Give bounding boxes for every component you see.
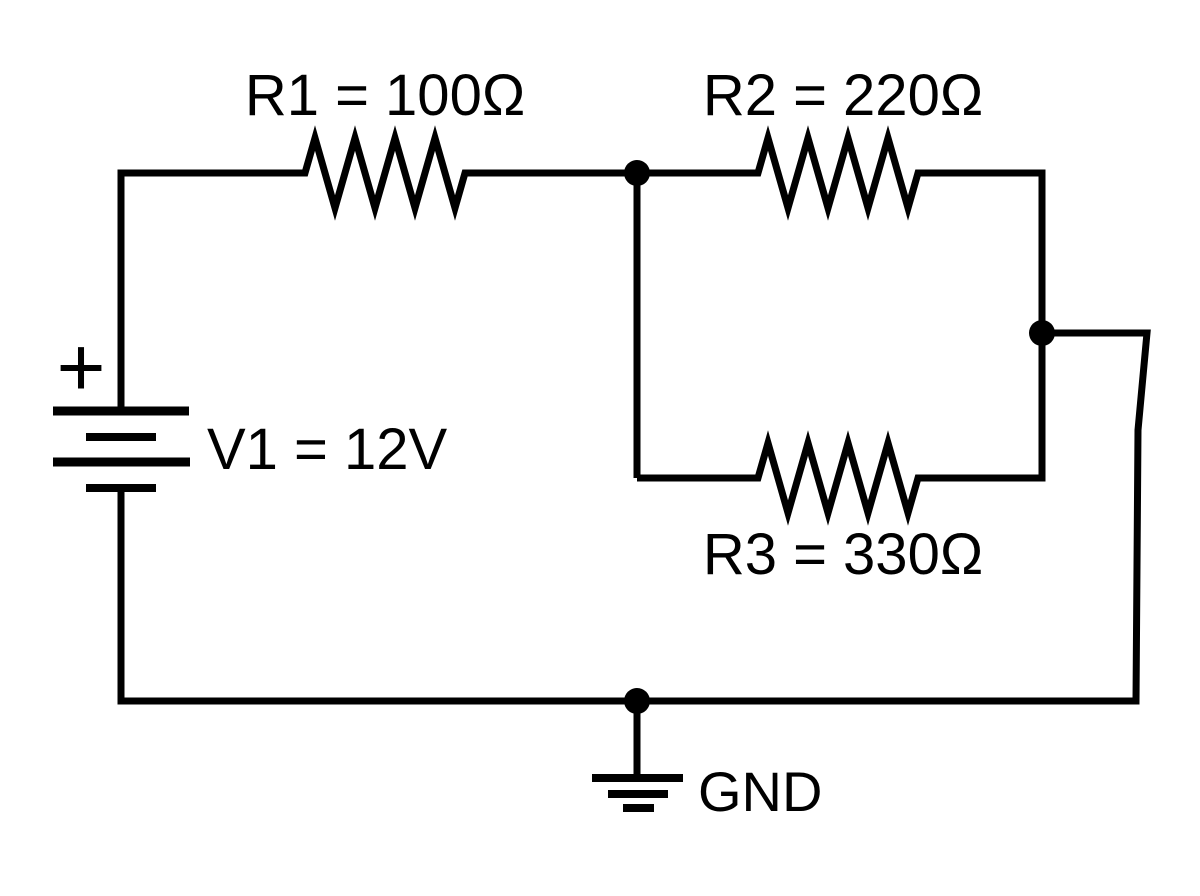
wires bbox=[117, 125, 1151, 777]
v1-label: V1 = 12V bbox=[207, 417, 448, 482]
junction-dot-ground bbox=[624, 688, 650, 714]
junction-dot-top bbox=[624, 160, 650, 186]
r1-label: R1 = 100Ω bbox=[245, 63, 525, 128]
ground-symbol bbox=[592, 774, 683, 812]
r2-label: R2 = 220Ω bbox=[703, 63, 983, 128]
wire-main-top-loop bbox=[117, 125, 1046, 411]
wire-return-bottom-loop bbox=[117, 329, 1151, 705]
wire-r3-branch bbox=[637, 333, 1046, 526]
battery-plus-sign: + bbox=[56, 320, 105, 414]
r3-label: R3 = 330Ω bbox=[703, 522, 983, 587]
battery-v1-symbol bbox=[53, 406, 190, 492]
junction-dot-right bbox=[1029, 320, 1055, 346]
gnd-label: GND bbox=[698, 760, 822, 823]
